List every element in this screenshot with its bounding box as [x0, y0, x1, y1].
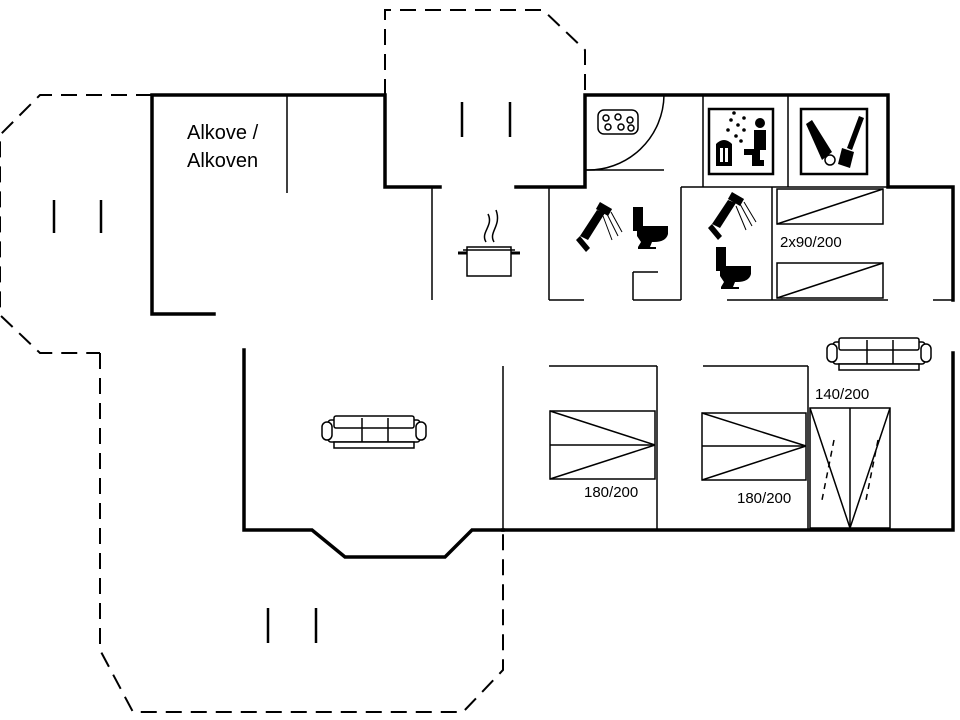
terrace-markers [52, 102, 512, 643]
terraces [0, 9, 586, 713]
exterior-walls [150, 93, 955, 559]
interior-walls [286, 94, 953, 530]
bed-left-label: 180/200 [584, 484, 638, 501]
bed-left [549, 410, 656, 480]
bed-middle [701, 412, 807, 481]
bed-right [809, 407, 891, 529]
alcove-label-2: Alkoven [187, 150, 258, 172]
alcove-label-1: Alkove / [187, 122, 259, 144]
sofa-icon [321, 415, 427, 449]
terrace-west [0, 94, 152, 354]
utility-room-icon [799, 107, 869, 176]
sofa-icon [826, 337, 932, 371]
bunk-bed-label: 2x90/200 [780, 234, 842, 251]
bunk-bed [776, 188, 884, 299]
shower-icon [708, 192, 757, 240]
sauna-icon [707, 107, 775, 176]
bed-middle-label: 180/200 [737, 490, 791, 507]
bed-right-label: 140/200 [815, 386, 869, 403]
shower-icon [576, 202, 623, 252]
kitchen-pot-icon [458, 209, 520, 277]
toilet-icon [633, 207, 668, 249]
toilet-icon [716, 247, 751, 289]
whirlpool-icon [597, 109, 639, 135]
terrace-south [99, 353, 504, 713]
terrace-north [384, 9, 586, 95]
